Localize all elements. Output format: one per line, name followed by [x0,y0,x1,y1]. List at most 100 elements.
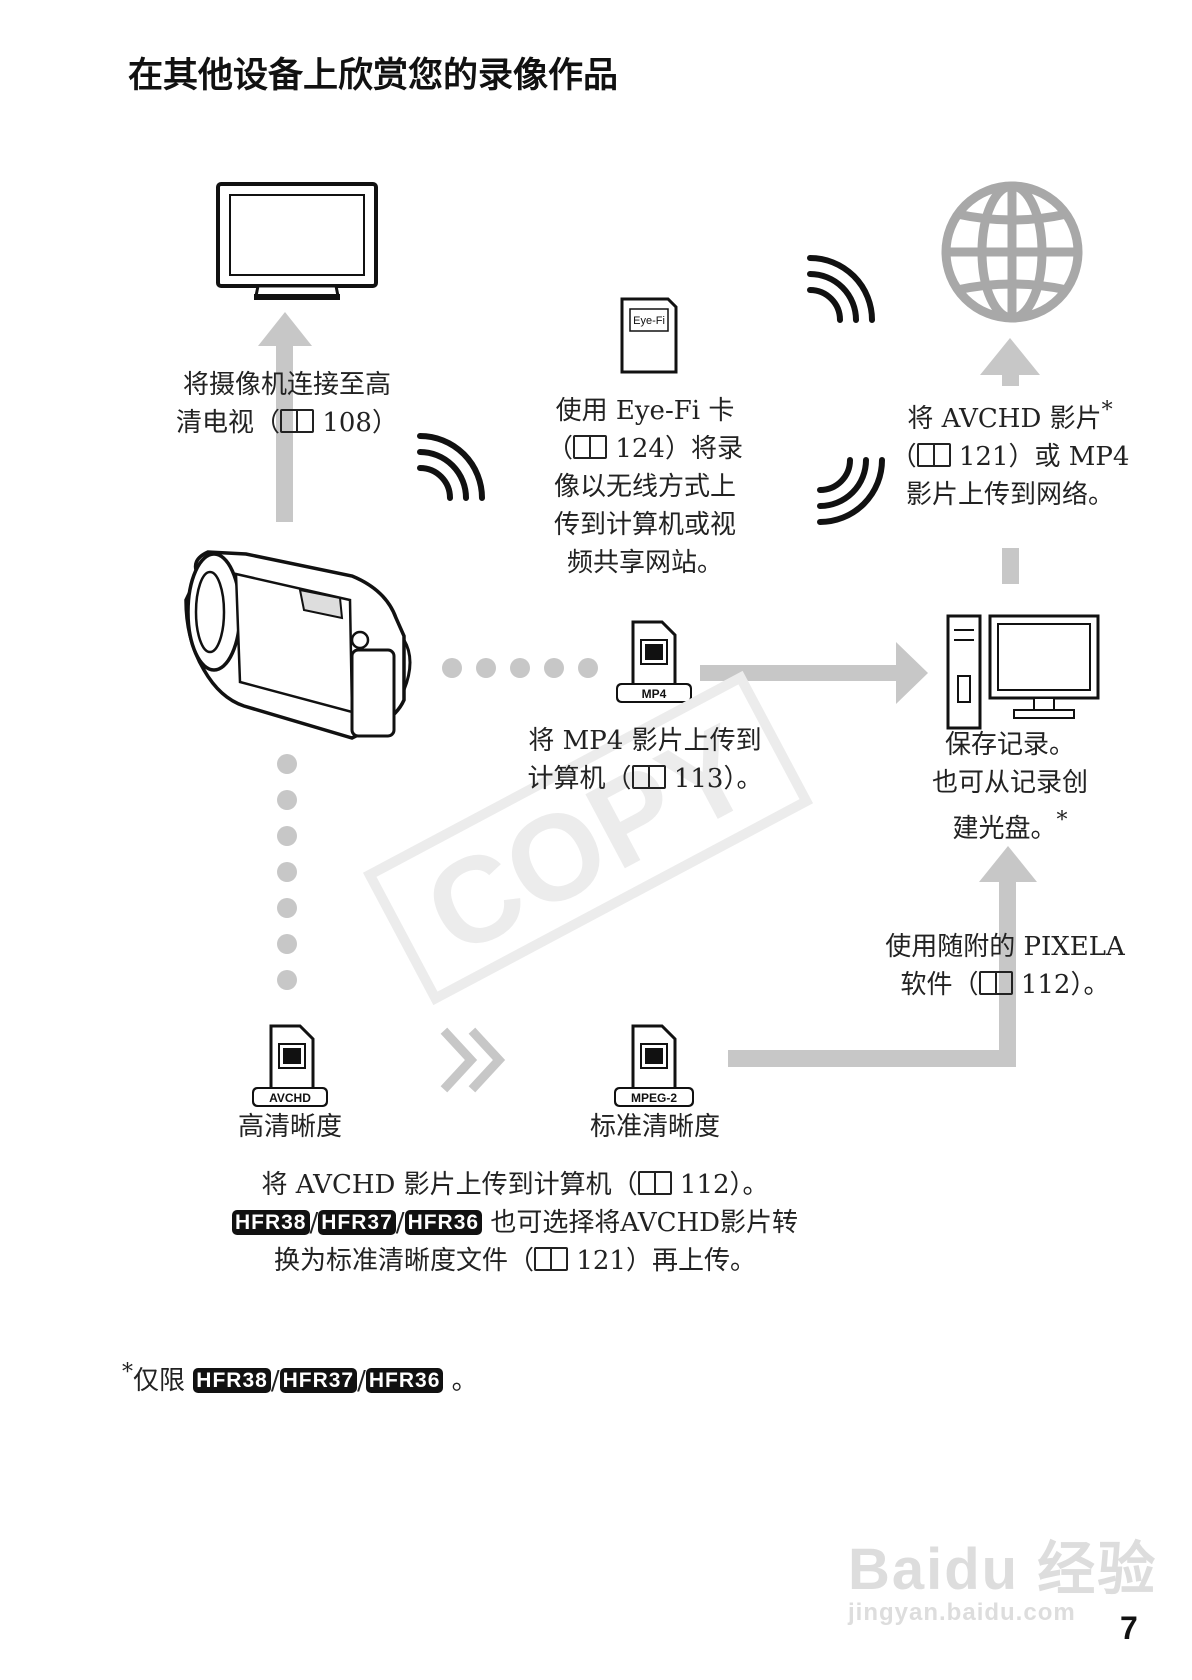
arrow-to-web-head [980,338,1040,375]
book-reference-icon [637,1171,672,1195]
bottom-line3: 换为标准清晰度文件（ 121）再上传。 [180,1242,850,1280]
arrow-to-web [1002,372,1019,386]
mp4-file-icon: MP4 [616,620,692,703]
avchd-file-icon: AVCHD [252,1024,328,1107]
page-title: 在其他设备上欣赏您的录像作品 [128,56,619,96]
model-badge-hfr36: HFR36 [365,1368,444,1393]
tv-label-line2-text: 清电视（ [176,408,281,438]
web-label-page-ref: 121）或 MP4 [958,442,1130,472]
bottom-line2-text: 也可选择将AVCHD影片转 [490,1208,799,1238]
pixela-label-line1: 使用随附的 PIXELA [885,932,1125,962]
arrow-mp4-to-pc-head [896,642,928,704]
footnote-end: 。 [451,1366,478,1396]
arrow-mp4-to-pc [700,665,905,681]
model-separator: / [270,1366,280,1396]
tv-label-line1: 将摄像机连接至高 [182,370,391,400]
footnote-star: * [122,1360,133,1385]
wifi-waves-top [807,255,875,323]
pixela-label-page-ref: 112）。 [1020,970,1110,1000]
footnote: *仅限 HFR38/HFR37/HFR36 。 [122,1354,722,1400]
tv-icon [216,182,378,300]
model-badge-hfr38: HFR38 [193,1368,271,1393]
conversion-chevron [440,1027,506,1093]
eyefi-label-line2: （ 124）将录 [520,430,770,468]
web-label-line1: 将 AVCHD 影片* [880,392,1140,438]
pixela-label-line2-text: 软件（ [900,970,979,1000]
book-reference-icon [534,1247,569,1271]
avchd-file-label: AVCHD [269,1091,311,1105]
bottom-explanation: 将 AVCHD 影片上传到计算机（ 112）。 HFR38/HFR37/HFR3… [180,1166,850,1280]
model-badge-hfr37: HFR37 [279,1368,358,1393]
bottom-line2: HFR38/HFR37/HFR36 也可选择将AVCHD影片转 [180,1204,850,1242]
web-upload-label: 将 AVCHD 影片* （ 121）或 MP4 影片上传到网络。 [880,392,1140,514]
tv-connection-label: 将摄像机连接至高 清电视（ 108） [162,366,412,442]
mp4-upload-label: 将 MP4 影片上传到 计算机（ 113）。 [500,722,790,798]
footnote-text: 仅限 [133,1366,186,1396]
book-reference-icon [280,409,315,433]
mpeg2-file-label: MPEG-2 [631,1091,677,1105]
model-separator: / [309,1208,319,1238]
book-reference-icon [978,971,1013,995]
wifi-waves-camera [417,433,485,501]
bottom-line3-page-ref: 121）再上传。 [576,1246,756,1276]
dots-horizontal [442,658,598,678]
camcorder-icon [184,550,412,740]
pc-label-line3: 建光盘。* [900,802,1120,848]
eyefi-label: 使用 Eye-Fi 卡 （ 124）将录 像以无线方式上 传到计算机或视 频共享… [520,392,770,582]
footnote-star: * [1056,808,1068,833]
arrow-bottom-up-head [979,846,1037,882]
computer-label: 保存记录。 也可从记录创 建光盘。* [900,726,1120,848]
web-label-line2-text: （ [890,442,917,472]
model-badge-hfr38: HFR38 [231,1210,310,1235]
mp4-label-line2-text: 计算机（ [527,764,632,794]
computer-icon [946,614,1100,730]
baidu-watermark: Baidu 经验 jingyan.baidu.com [848,1540,1157,1626]
model-separator: / [395,1208,405,1238]
arrow-bottom-line [728,1050,1016,1067]
eyefi-label-line3: 像以无线方式上 [553,472,736,502]
eyefi-label-line5: 频共享网站。 [566,548,723,578]
page-number: 7 [1120,1610,1138,1646]
book-reference-icon [916,443,951,467]
mp4-label-line1: 将 MP4 影片上传到 [528,726,762,756]
footnote-star: * [1101,398,1113,423]
mpeg2-file-icon: MPEG-2 [614,1024,694,1107]
bottom-line1-page-ref: 112）。 [679,1170,769,1200]
watermark-brand: Baidu 经验 [848,1537,1158,1602]
mp4-label-page-ref: 113）。 [673,764,763,794]
model-badge-hfr36: HFR36 [404,1210,483,1235]
globe-icon [941,181,1083,323]
pixela-label-line2: 软件（ 112）。 [860,966,1150,1004]
eyefi-label-line4: 传到计算机或视 [553,510,736,540]
eyefi-label-line1: 使用 Eye-Fi 卡 [555,396,735,426]
mp4-label-line2: 计算机（ 113）。 [500,760,790,798]
bottom-line1: 将 AVCHD 影片上传到计算机（ 112）。 [180,1166,850,1204]
book-reference-icon [631,765,666,789]
pc-label-line2: 也可从记录创 [931,768,1088,798]
tv-label-page-ref: 108） [322,408,398,438]
book-reference-icon [573,435,608,459]
web-label-line2: （ 121）或 MP4 [880,438,1140,476]
web-label-line3: 影片上传到网络。 [905,480,1114,510]
wifi-waves-bottom [817,457,885,525]
pixela-label: 使用随附的 PIXELA 软件（ 112）。 [860,928,1150,1004]
avchd-caption: 高清晰度 [237,1112,342,1142]
bottom-line3-text: 换为标准清晰度文件（ [274,1246,535,1276]
bottom-line1-text: 将 AVCHD 影片上传到计算机（ [261,1170,638,1200]
eyefi-card-label: Eye-Fi [633,315,665,327]
pc-label-line3-text: 建光盘。 [952,814,1057,844]
dots-vertical [277,754,297,990]
pc-label-line1: 保存记录。 [944,730,1075,760]
watermark-url: jingyan.baidu.com [848,1599,1076,1626]
web-label-line1-text: 将 AVCHD 影片 [907,404,1102,434]
mp4-file-label: MP4 [642,687,667,701]
model-separator: / [357,1366,366,1396]
eyefi-card-icon: Eye-Fi [620,297,678,374]
arrow-to-web-lower [1002,548,1019,584]
tv-label-line2: 清电视（ 108） [162,404,412,442]
eyefi-label-line2-text: （ [547,434,574,464]
arrow-to-tv-head [258,312,312,346]
eyefi-label-page-ref: 124）将录 [615,434,743,464]
mpeg2-caption: 标准清晰度 [589,1112,720,1142]
